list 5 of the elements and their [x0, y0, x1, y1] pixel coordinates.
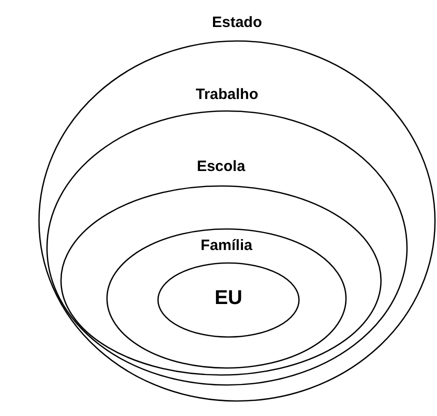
ring-label: Trabalho — [196, 86, 258, 103]
ring-label: Família — [200, 237, 252, 254]
ring-label: EU — [214, 287, 242, 310]
ring-label: Estado — [212, 14, 262, 31]
ring-label: Escola — [196, 158, 246, 175]
